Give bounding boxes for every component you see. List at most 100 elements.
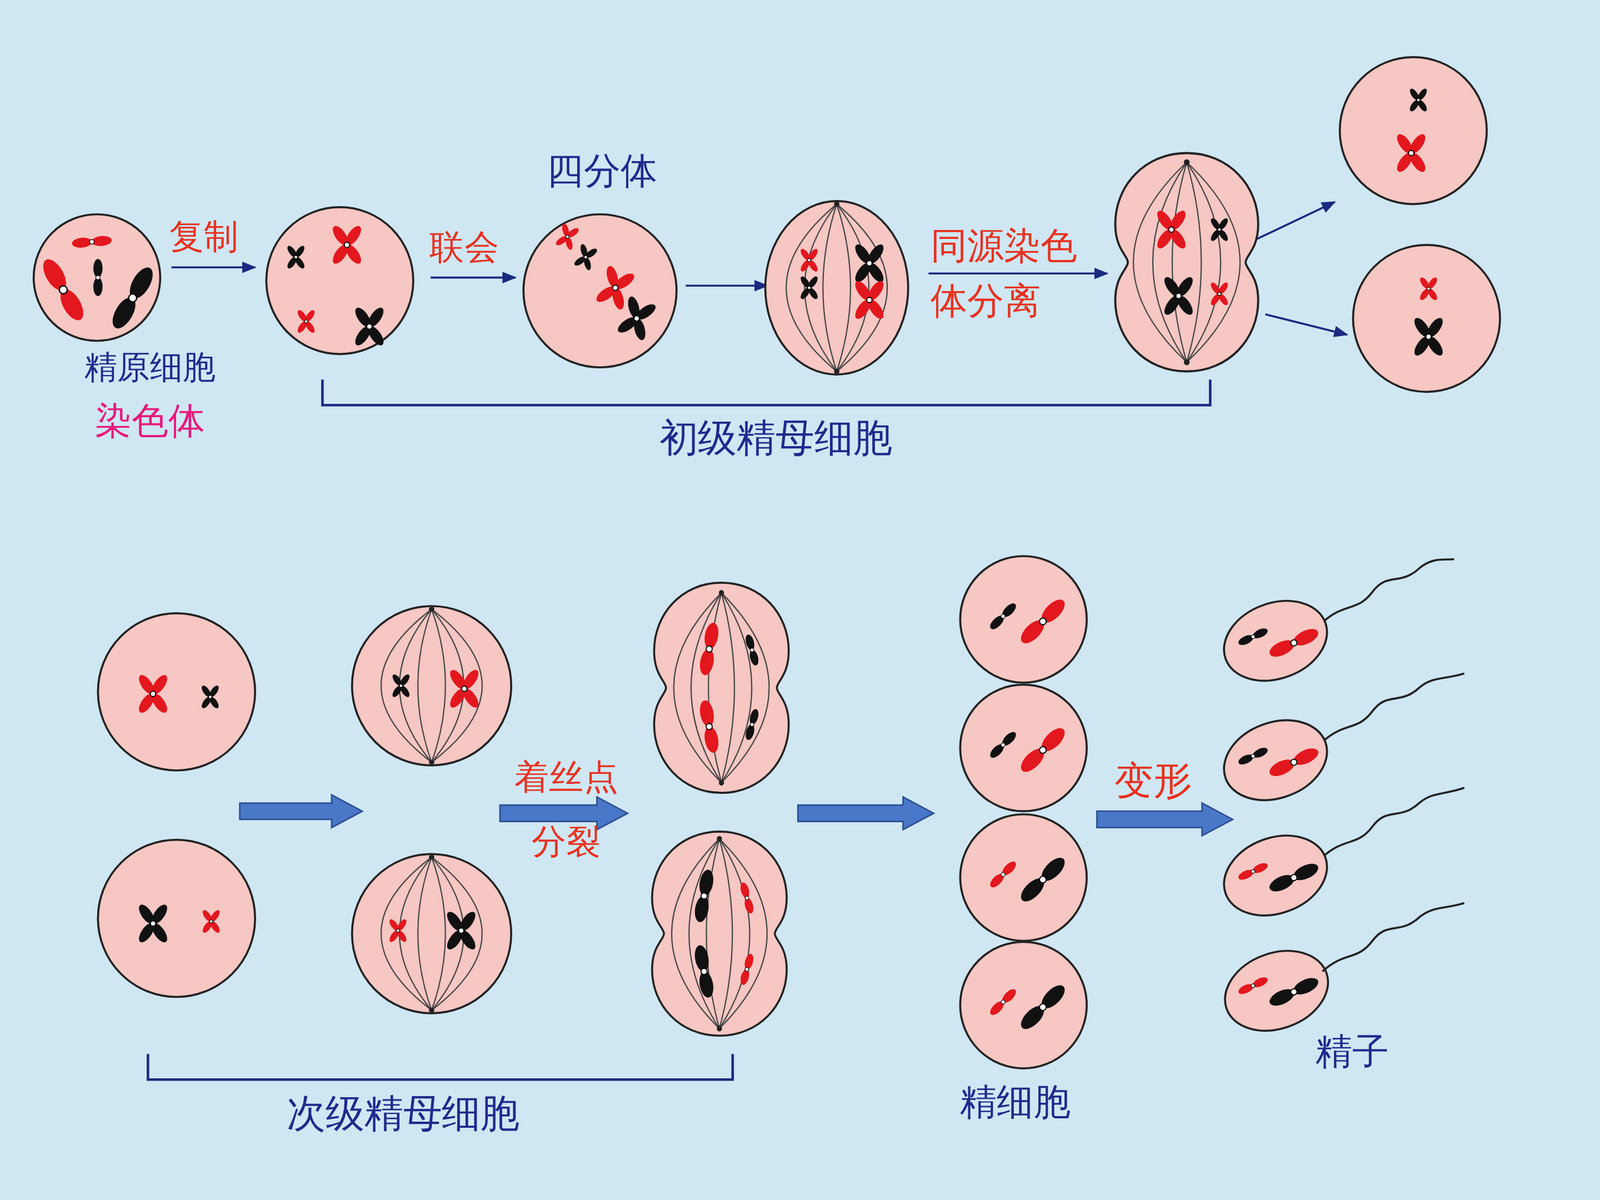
chromosome bbox=[1267, 860, 1322, 895]
cell-label: 精子 bbox=[1315, 1028, 1389, 1073]
dividing-cell bbox=[653, 582, 789, 793]
chromosome bbox=[444, 909, 479, 953]
cell-body bbox=[960, 941, 1087, 1069]
chromosome bbox=[1408, 87, 1429, 113]
cell-node: 精子 bbox=[1219, 946, 1334, 1035]
bracket bbox=[322, 379, 1210, 405]
chromosome bbox=[692, 943, 715, 999]
cell bbox=[97, 840, 255, 998]
chromosome bbox=[447, 667, 482, 710]
step-label: 着丝点 分裂 bbox=[500, 745, 633, 874]
arrow bbox=[1265, 314, 1348, 335]
chromosome bbox=[592, 261, 639, 314]
chromosome bbox=[1411, 315, 1446, 359]
chromosome bbox=[1267, 745, 1322, 780]
chromosome bbox=[330, 223, 364, 267]
chromosome bbox=[1394, 131, 1429, 175]
chromosome bbox=[201, 908, 222, 935]
chromosome bbox=[852, 242, 887, 285]
cell-outline bbox=[523, 214, 677, 368]
step-label: 联会 bbox=[429, 226, 499, 268]
chromosome bbox=[136, 902, 170, 945]
chromosome bbox=[743, 708, 760, 742]
cell bbox=[1340, 57, 1487, 204]
chromosome bbox=[352, 305, 387, 348]
chromosome bbox=[571, 241, 600, 273]
chromosome bbox=[200, 683, 221, 710]
chromosome bbox=[1267, 625, 1322, 660]
bracket bbox=[147, 1053, 733, 1080]
chromosome bbox=[1154, 208, 1189, 252]
sperm-head bbox=[1212, 706, 1339, 814]
cell-label: 精细胞 bbox=[960, 1080, 1070, 1124]
cell bbox=[266, 207, 413, 354]
chromosome bbox=[93, 258, 103, 297]
sperm-tail bbox=[1322, 559, 1454, 623]
chromosome bbox=[1017, 724, 1069, 777]
sperm-tail bbox=[1322, 787, 1464, 858]
cell-node: 精原细胞染色体 bbox=[33, 214, 161, 342]
arrow bbox=[685, 284, 768, 287]
block-arrow bbox=[1096, 803, 1233, 837]
chromosome bbox=[136, 672, 170, 716]
chromosome bbox=[743, 633, 760, 667]
cell-outline bbox=[960, 941, 1087, 1069]
chromosome bbox=[387, 917, 409, 944]
step-label: 同源染色 体分离 bbox=[930, 218, 1094, 329]
cell-outline bbox=[1219, 946, 1334, 1035]
chromosome bbox=[798, 247, 820, 273]
step-label: 次级精母细胞 bbox=[286, 1091, 520, 1138]
spindle bbox=[673, 590, 770, 786]
spindle bbox=[1133, 159, 1240, 366]
chromosome bbox=[1237, 626, 1270, 648]
cell-label: 染色体 bbox=[95, 398, 205, 443]
chromosome bbox=[1418, 276, 1439, 302]
cell-body bbox=[1213, 937, 1340, 1045]
block-arrow bbox=[797, 796, 934, 830]
dividing-cell bbox=[1115, 153, 1258, 372]
cell bbox=[1353, 245, 1500, 392]
chromosome bbox=[71, 235, 113, 249]
spindle bbox=[381, 855, 483, 1013]
chromosome bbox=[1017, 595, 1069, 648]
cell-label: 四分体 bbox=[546, 148, 657, 193]
chromosome bbox=[1237, 975, 1270, 997]
block-arrow bbox=[240, 795, 363, 828]
step-label: 变形 bbox=[1114, 758, 1193, 805]
sperm-head bbox=[1212, 587, 1339, 695]
chromosome bbox=[613, 292, 660, 345]
dividing-cell bbox=[652, 831, 787, 1036]
chromosome bbox=[697, 621, 720, 677]
chromosome bbox=[1208, 216, 1230, 243]
cell-node: 四分体 bbox=[523, 214, 677, 368]
cell bbox=[97, 613, 255, 771]
step-label: 初级精母细胞 bbox=[659, 415, 893, 463]
chromosome bbox=[692, 868, 715, 924]
arrow bbox=[171, 266, 256, 269]
cell bbox=[960, 814, 1087, 942]
step-label: 复制 bbox=[169, 216, 239, 258]
chromosome bbox=[987, 859, 1019, 890]
cell-label: 精原细胞 bbox=[84, 347, 215, 388]
cell-outline bbox=[33, 214, 161, 342]
arrow bbox=[430, 276, 515, 279]
cell-node: 精细胞 bbox=[960, 941, 1087, 1069]
arrow bbox=[1255, 202, 1335, 240]
chromosome bbox=[1208, 281, 1230, 307]
cell bbox=[352, 606, 512, 766]
chromosome bbox=[1237, 861, 1270, 882]
sperm-head bbox=[1212, 821, 1339, 929]
chromosome bbox=[852, 278, 887, 322]
chromosome bbox=[1267, 974, 1322, 1009]
chromosome bbox=[390, 672, 412, 699]
sperm-tail bbox=[1322, 903, 1464, 972]
chromosome bbox=[987, 986, 1019, 1018]
chromosome bbox=[1017, 981, 1069, 1033]
cell-body bbox=[523, 214, 677, 368]
sperm-tail bbox=[1322, 673, 1464, 742]
chromosome bbox=[553, 221, 582, 253]
cell bbox=[960, 684, 1087, 812]
chromosome bbox=[987, 601, 1019, 632]
chromosome bbox=[697, 699, 720, 754]
